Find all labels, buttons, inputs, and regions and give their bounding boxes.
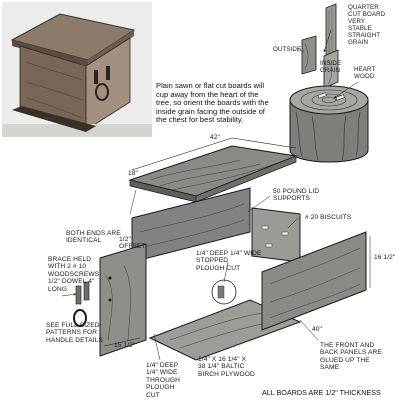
- lid-length-dimension: 42": [210, 134, 220, 141]
- panel-height-dimension: 16 1/2": [374, 254, 396, 261]
- outside-label: OUTSIDE: [273, 46, 302, 53]
- both-ends-identical-label: BOTH ENDS ARE IDENTICAL: [66, 230, 121, 245]
- front-panel: [261, 231, 367, 331]
- panel-length-dimension: 40": [312, 326, 322, 333]
- biscuits-label: # 20 BISCUITS: [305, 214, 352, 221]
- chest-photo-illustration: [2, 2, 152, 137]
- grain-orientation-note: Plain sawn or flat cut boards will cup a…: [156, 81, 269, 125]
- plywood-label: 1/4" x 16 1/4" x 38 1/4" BALTIC BIRCH PL…: [198, 356, 255, 378]
- board-thickness-note: ALL BOARDS ARE 1/2" THICKNESS: [262, 388, 381, 397]
- stopped-groove-label: 1/4" DEEP 1/4" WIDE STOPPED PLOUGH CUT: [196, 250, 262, 272]
- through-groove-label: 1/4" DEEP 1/4" WIDE THROUGH PLOUGH CUT: [146, 362, 181, 399]
- end-panel-left: [99, 243, 147, 357]
- finished-chest-photo: [2, 2, 152, 137]
- heart-wood-label: HEART WOOD: [354, 66, 376, 80]
- lid-supports-label: 50 POUND LID SUPPORTS: [273, 188, 320, 203]
- rope-handle: [61, 281, 90, 327]
- panels-glued-label: THE FRONT AND BACK PANELS ARE GLUED UP T…: [320, 342, 382, 372]
- inside-grain-label: INSIDE GRAIN: [320, 60, 342, 74]
- handle-patterns-label: SEE FULL SIZED PATTERNS FOR HANDLE DETAI…: [46, 322, 103, 344]
- offset-label: 1/2" OFFSET: [119, 236, 146, 251]
- brace-label: BRACE HELD WITH 2 # 10 WOODSCREWS 1/2" D…: [48, 256, 100, 293]
- chest-lid: [128, 137, 298, 203]
- board-grain-diagram: [301, 3, 339, 89]
- lid-depth-dimension: 18": [128, 170, 138, 177]
- quarter-cut-label: QUARTER CUT BOARD VERY STABLE STRAIGHT G…: [348, 4, 386, 46]
- back-panel: [131, 187, 251, 263]
- end-width-dimension: 15 1/2": [114, 342, 136, 349]
- log-section: [289, 29, 369, 163]
